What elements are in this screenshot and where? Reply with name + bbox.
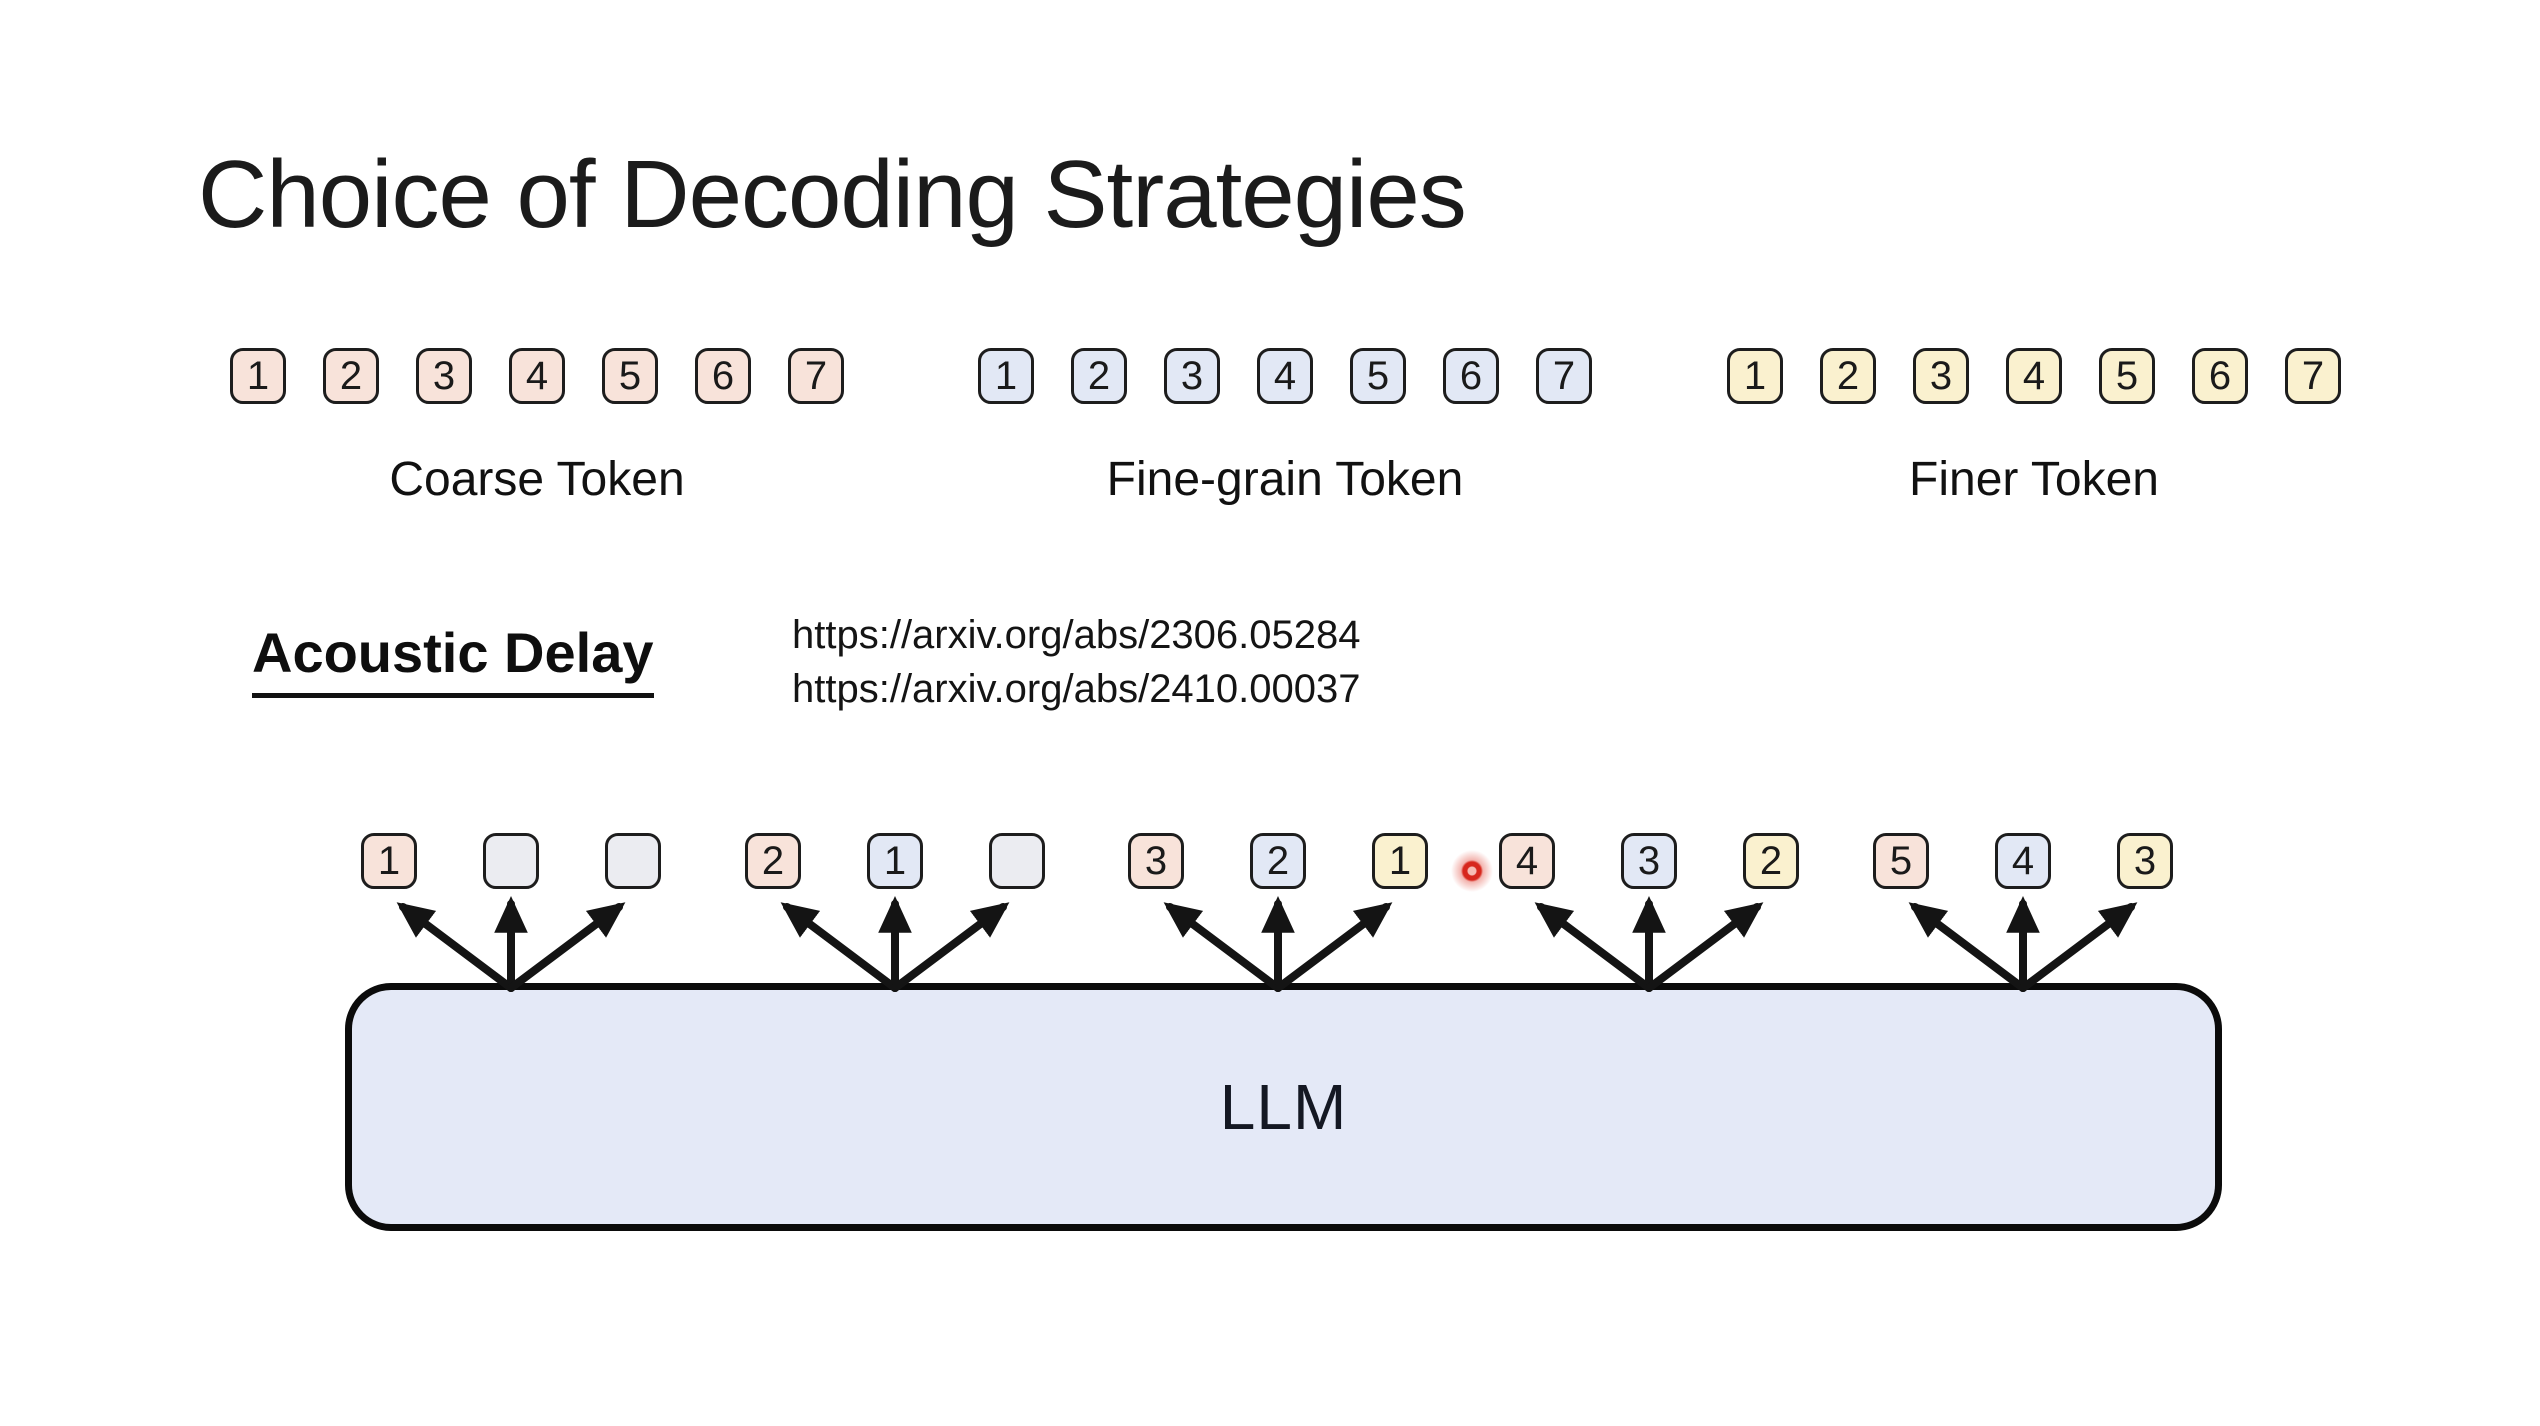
token-box: 6 <box>1443 348 1499 404</box>
token-box <box>605 833 661 889</box>
token-box: 6 <box>695 348 751 404</box>
token-box <box>483 833 539 889</box>
token-box: 1 <box>230 348 286 404</box>
fine-grain-token-label: Fine-grain Token <box>1106 453 1464 506</box>
token-box: 3 <box>416 348 472 404</box>
token-box: 1 <box>867 833 923 889</box>
decode-step-1: 1 <box>361 833 661 889</box>
token-box: 7 <box>2285 348 2341 404</box>
token-box <box>989 833 1045 889</box>
token-box: 2 <box>1071 348 1127 404</box>
decode-step-4: 4 3 2 <box>1499 833 1799 889</box>
coarse-token-label: Coarse Token <box>389 453 685 506</box>
reference-link: https://arxiv.org/abs/2410.00037 <box>792 667 1361 712</box>
decode-step-5: 5 4 3 <box>1873 833 2173 889</box>
token-box: 1 <box>361 833 417 889</box>
token-box: 1 <box>1372 833 1428 889</box>
token-box: 2 <box>745 833 801 889</box>
token-box: 7 <box>1536 348 1592 404</box>
token-box: 4 <box>1499 833 1555 889</box>
llm-box: LLM <box>345 983 2222 1231</box>
token-box: 2 <box>1743 833 1799 889</box>
token-box: 1 <box>978 348 1034 404</box>
coarse-token-row: 1 2 3 4 5 6 7 <box>230 348 844 404</box>
token-box: 3 <box>1128 833 1184 889</box>
fine-grain-token-row: 1 2 3 4 5 6 7 <box>978 348 1592 404</box>
reference-list: https://arxiv.org/abs/2306.05284 https:/… <box>792 608 1361 717</box>
llm-label: LLM <box>1219 1071 1348 1143</box>
token-box: 1 <box>1727 348 1783 404</box>
token-box: 2 <box>1820 348 1876 404</box>
finer-token-label: Finer Token <box>1909 453 2159 506</box>
token-box: 4 <box>2006 348 2062 404</box>
slide-title: Choice of Decoding Strategies <box>198 141 1467 248</box>
token-box: 4 <box>1995 833 2051 889</box>
laser-pointer-dot <box>1450 849 1494 893</box>
token-box: 5 <box>1873 833 1929 889</box>
token-box: 3 <box>2117 833 2173 889</box>
decode-step-2: 2 1 <box>745 833 1045 889</box>
token-box: 5 <box>602 348 658 404</box>
token-box: 2 <box>323 348 379 404</box>
token-box: 4 <box>1257 348 1313 404</box>
finer-token-row: 1 2 3 4 5 6 7 <box>1727 348 2341 404</box>
method-heading: Acoustic Delay <box>252 620 654 698</box>
token-box: 5 <box>1350 348 1406 404</box>
token-box: 2 <box>1250 833 1306 889</box>
decode-step-3: 3 2 1 <box>1128 833 1428 889</box>
token-box: 4 <box>509 348 565 404</box>
reference-link: https://arxiv.org/abs/2306.05284 <box>792 613 1361 657</box>
token-box: 3 <box>1164 348 1220 404</box>
token-box: 5 <box>2099 348 2155 404</box>
token-box: 7 <box>788 348 844 404</box>
token-box: 3 <box>1913 348 1969 404</box>
token-box: 3 <box>1621 833 1677 889</box>
token-box: 6 <box>2192 348 2248 404</box>
